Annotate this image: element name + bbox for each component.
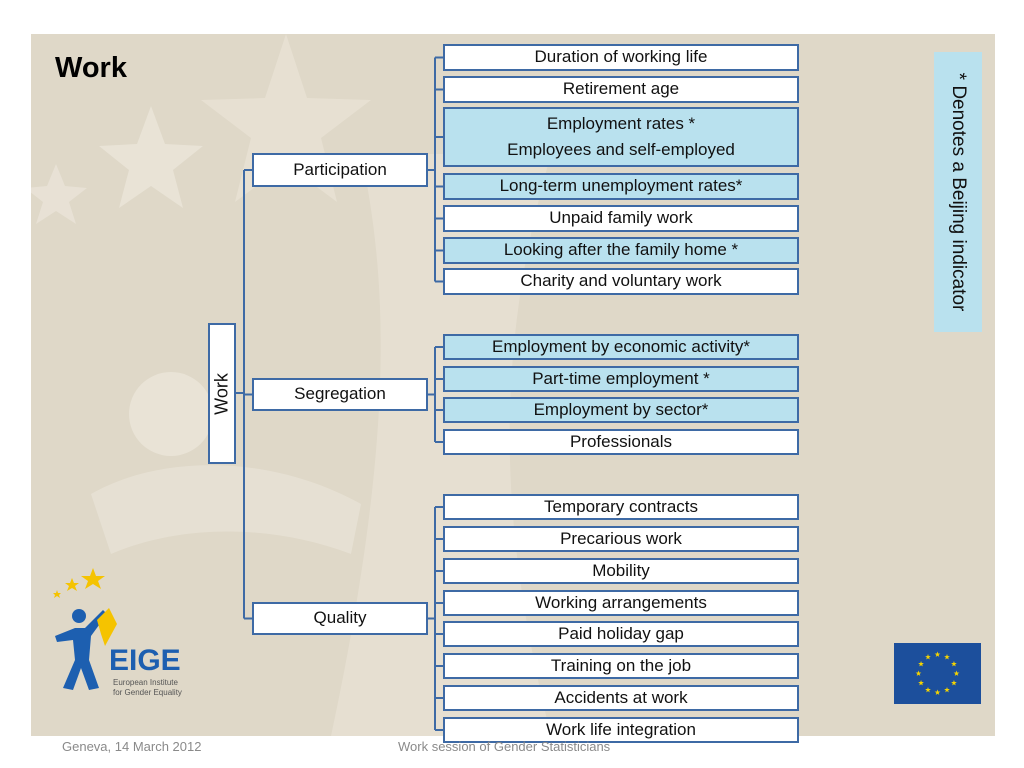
indicator-node: Employment by sector* (443, 397, 799, 423)
indicator-node: Employment rates * Employees and self-emp… (443, 107, 799, 167)
indicator-label: Duration of working life (534, 47, 708, 67)
indicator-label: Looking after the family home * (503, 240, 739, 260)
indicator-node: Duration of working life (443, 44, 799, 71)
indicator-label: Retirement age (562, 79, 680, 99)
beijing-legend-text: * Denotes a Beijing indicator (948, 72, 969, 312)
indicator-label: Work life integration (546, 719, 696, 739)
indicator-node: Temporary contracts (443, 494, 799, 520)
indicator-label: Temporary contracts (544, 496, 698, 516)
eu-star (925, 686, 931, 693)
indicator-label: Employment by sector* (533, 399, 709, 419)
indicator-label: Mobility (592, 560, 650, 580)
eu-star (918, 661, 924, 667)
svg-text:European Institute: European Institute (113, 678, 178, 687)
indicator-node: Training on the job (443, 653, 799, 679)
indicator-label: Professionals (569, 431, 673, 451)
eu-star (944, 686, 950, 693)
indicator-node: Professionals (443, 429, 799, 455)
indicator-node: Charity and voluntary work (443, 268, 799, 295)
eige-logo: EIGE European Institute for Gender Equal… (53, 568, 182, 697)
indicator-node: Paid holiday gap (443, 621, 799, 647)
group-node-participation: Participation (252, 153, 428, 187)
root-node-label: Work (211, 372, 232, 415)
footer-location-date: Geneva, 14 March 2012 (62, 739, 202, 754)
indicator-label: Employment rates * (546, 113, 696, 133)
eu-star (934, 651, 941, 657)
indicator-node: Work life integration (443, 717, 799, 743)
eu-star (953, 670, 960, 676)
indicator-label: Charity and voluntary work (520, 271, 722, 291)
indicator-node: Working arrangements (443, 590, 799, 616)
indicator-node: Accidents at work (443, 685, 799, 711)
indicator-node: Unpaid family work (443, 205, 799, 232)
indicator-node: Long-term unemployment rates* (443, 173, 799, 200)
indicator-label: Working arrangements (535, 592, 707, 612)
indicator-label: Paid holiday gap (558, 623, 684, 643)
eu-star (915, 670, 922, 676)
indicator-node: Looking after the family home * (443, 237, 799, 264)
indicator-node: Retirement age (443, 76, 799, 103)
indicator-label: Training on the job (550, 655, 692, 675)
indicator-label: Part-time employment * (532, 368, 710, 388)
indicator-label: Employees and self-employed (507, 140, 735, 159)
group-node-quality: Quality (252, 602, 428, 635)
eu-star (925, 654, 931, 660)
indicator-label: Accidents at work (554, 687, 688, 707)
beijing-legend: * Denotes a Beijing indicator (934, 52, 982, 332)
indicator-label: Unpaid family work (549, 208, 693, 228)
indicator-label: Employment by economic activity* (492, 336, 750, 356)
footer-event: Work session of Gender Statisticians (398, 739, 611, 754)
eu-flag-icon (894, 643, 981, 704)
eu-star (944, 654, 950, 660)
indicator-label: Precarious work (560, 528, 682, 548)
eu-star (951, 680, 957, 686)
indicator-node: Part-time employment * (443, 366, 799, 392)
svg-text:for Gender Equality: for Gender Equality (113, 688, 182, 697)
indicator-label: Long-term unemployment rates* (499, 176, 743, 196)
svg-text:EIGE: EIGE (109, 644, 181, 677)
indicator-node: Precarious work (443, 526, 799, 552)
eu-star (934, 689, 941, 695)
group-node-segregation: Segregation (252, 378, 428, 411)
root-node-work: Work (208, 323, 236, 464)
slide-title: Work (55, 52, 127, 84)
eu-star (951, 661, 957, 667)
indicator-node: Employment by economic activity* (443, 334, 799, 360)
indicator-node: Mobility (443, 558, 799, 584)
eu-star (918, 680, 924, 686)
